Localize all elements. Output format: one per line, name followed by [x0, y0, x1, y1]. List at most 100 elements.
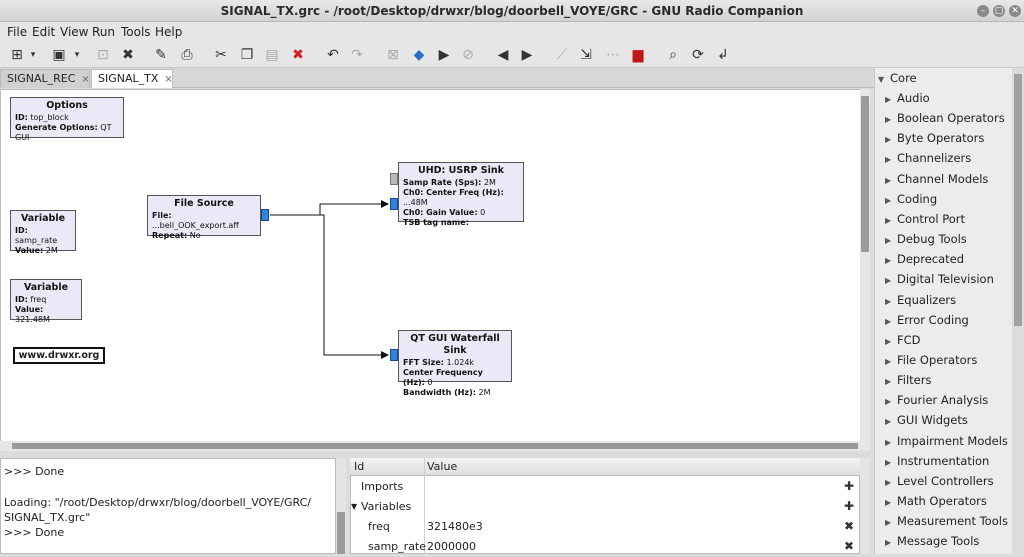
- waterfall-sink-in-port[interactable]: [390, 349, 398, 361]
- back-icon[interactable]: ↲: [717, 47, 729, 63]
- collapsed-arrow-icon[interactable]: ▶: [885, 296, 892, 306]
- variable-row-variables[interactable]: ▼ Variables ✚: [350, 497, 860, 517]
- cut-icon[interactable]: ✂: [215, 47, 227, 63]
- variable-editor-scrollbar[interactable]: [860, 458, 870, 554]
- library-category[interactable]: ▶Channel Models: [885, 172, 988, 186]
- menu-run[interactable]: Run: [92, 25, 116, 39]
- remove-variable-icon[interactable]: ✖: [843, 519, 854, 533]
- collapsed-arrow-icon[interactable]: ▶: [885, 356, 892, 366]
- rotate-ccw-icon[interactable]: ◀: [497, 47, 509, 63]
- collapsed-arrow-icon[interactable]: ▶: [885, 236, 892, 246]
- usrp-sink-in-port[interactable]: [390, 198, 398, 210]
- menu-edit[interactable]: Edit: [32, 25, 56, 39]
- collapsed-arrow-icon[interactable]: ▶: [885, 195, 892, 205]
- collapsed-arrow-icon[interactable]: ▶: [885, 215, 892, 225]
- find-icon[interactable]: ⌕: [669, 47, 677, 63]
- collapsed-arrow-icon[interactable]: ▶: [885, 498, 892, 507]
- library-category[interactable]: ▶FCD: [885, 333, 921, 347]
- collapsed-arrow-icon[interactable]: ▶: [885, 397, 892, 407]
- close-window-icon[interactable]: ✕: [1009, 5, 1021, 17]
- library-root-core[interactable]: ▼Core: [878, 71, 917, 85]
- library-category[interactable]: ▶Equalizers: [885, 293, 956, 307]
- collapsed-arrow-icon[interactable]: ▶: [885, 518, 892, 528]
- collapsed-arrow-icon[interactable]: ▶: [885, 417, 892, 427]
- collapsed-arrow-icon[interactable]: ▶: [885, 316, 892, 326]
- rotate-cw-icon[interactable]: ▶: [521, 47, 533, 63]
- library-category[interactable]: ▶Math Operators: [885, 494, 987, 508]
- collapsed-arrow-icon[interactable]: ▶: [885, 175, 892, 185]
- new-icon[interactable]: ⊞: [11, 47, 23, 63]
- add-import-icon[interactable]: ✚: [843, 479, 854, 493]
- library-category[interactable]: ▶Filters: [885, 373, 931, 387]
- remove-variable-icon[interactable]: ✖: [843, 539, 854, 553]
- collapsed-arrow-icon[interactable]: ▶: [885, 276, 892, 286]
- collapsed-arrow-icon[interactable]: ▶: [885, 457, 892, 467]
- block-options[interactable]: Options ID: top_block Generate Options: …: [10, 97, 124, 142]
- library-category[interactable]: ▶Coding: [885, 192, 937, 206]
- delete-icon[interactable]: ✖: [292, 47, 304, 63]
- library-category[interactable]: ▶Message Tools: [885, 534, 979, 548]
- run-icon[interactable]: ▶: [438, 47, 450, 63]
- open-dropdown-icon[interactable]: ▾: [74, 50, 80, 60]
- library-category[interactable]: ▶GUI Widgets: [885, 413, 968, 427]
- flowgraph-icon[interactable]: ▆: [632, 47, 644, 63]
- block-variable-samp-rate[interactable]: Variable ID: samp_rate Value: 2M: [10, 210, 76, 255]
- library-category[interactable]: ▶Error Coding: [885, 313, 969, 327]
- collapsed-arrow-icon[interactable]: ▶: [885, 256, 892, 266]
- note-block[interactable]: www.drwxr.org: [13, 347, 105, 364]
- menu-tools[interactable]: Tools: [121, 25, 151, 39]
- collapsed-arrow-icon[interactable]: ▶: [885, 95, 892, 104]
- reload-icon[interactable]: ⟳: [692, 47, 704, 63]
- block-waterfall-sink[interactable]: QT GUI Waterfall Sink FFT Size: 1.024k C…: [398, 330, 512, 397]
- library-scroll-thumb[interactable]: [1014, 74, 1022, 326]
- maximize-icon[interactable]: ▢: [993, 5, 1005, 17]
- canvas-vertical-thumb[interactable]: [861, 96, 869, 252]
- collapsed-arrow-icon[interactable]: ▶: [885, 135, 892, 145]
- menu-file[interactable]: File: [7, 25, 28, 39]
- tab-close-icon[interactable]: ×: [164, 74, 173, 85]
- library-category[interactable]: ▶Measurement Tools: [885, 514, 1008, 528]
- library-category[interactable]: ▶Control Port: [885, 212, 965, 226]
- library-category[interactable]: ▶Byte Operators: [885, 131, 984, 145]
- menu-help[interactable]: Help: [155, 25, 183, 39]
- library-category[interactable]: ▶Level Controllers: [885, 474, 994, 488]
- disable-icon[interactable]: ⇲: [580, 47, 592, 63]
- variable-row-imports[interactable]: Imports ✚: [350, 477, 860, 497]
- menu-view[interactable]: View: [60, 25, 89, 39]
- console-panel[interactable]: >>> Done Loading: "/root/Desktop/drwxr/b…: [0, 458, 336, 554]
- variable-value[interactable]: 321480e3: [427, 520, 483, 533]
- add-variable-icon[interactable]: ✚: [843, 499, 854, 513]
- paste-icon[interactable]: ▤: [265, 47, 279, 63]
- library-category[interactable]: ▶Debug Tools: [885, 232, 967, 246]
- variable-value[interactable]: 2000000: [427, 540, 476, 553]
- errors-icon[interactable]: ⊠: [387, 47, 399, 63]
- collapsed-arrow-icon[interactable]: ▶: [885, 538, 892, 548]
- kill-icon[interactable]: ⊘: [462, 47, 474, 63]
- canvas-vertical-scrollbar[interactable]: [860, 89, 870, 441]
- variable-row-freq[interactable]: freq 321480e3 ✖: [350, 517, 860, 537]
- collapsed-arrow-icon[interactable]: ▶: [885, 155, 892, 165]
- copy-icon[interactable]: ❐: [240, 47, 254, 63]
- generate-icon[interactable]: ◆: [413, 47, 425, 63]
- file-source-out-port[interactable]: [261, 209, 269, 221]
- collapsed-arrow-icon[interactable]: ▶: [885, 437, 892, 447]
- block-usrp-sink[interactable]: UHD: USRP Sink Samp Rate (Sps): 2M Ch0: …: [398, 162, 524, 227]
- redo-icon[interactable]: ↷: [351, 47, 363, 63]
- usrp-sink-command-port[interactable]: [390, 173, 398, 185]
- print-icon[interactable]: ⎙: [181, 47, 193, 63]
- minimize-icon[interactable]: –: [977, 5, 989, 17]
- collapsed-arrow-icon[interactable]: ▶: [885, 115, 892, 125]
- block-file-source[interactable]: File Source File: ...bell_OOK_export.aff…: [147, 195, 261, 240]
- collapsed-arrow-icon[interactable]: ▶: [885, 477, 892, 487]
- column-id-header[interactable]: Id: [354, 460, 365, 473]
- library-category[interactable]: ▶Instrumentation: [885, 454, 989, 468]
- tab-signal-rec[interactable]: SIGNAL_REC×: [0, 69, 90, 88]
- library-category[interactable]: ▶Deprecated: [885, 252, 964, 266]
- canvas-horizontal-thumb[interactable]: [12, 443, 858, 449]
- library-category[interactable]: ▶Digital Television: [885, 272, 994, 286]
- column-value-header[interactable]: Value: [427, 460, 458, 473]
- console-scroll-thumb[interactable]: [337, 512, 345, 554]
- tab-close-icon[interactable]: ×: [81, 74, 90, 85]
- console-scrollbar[interactable]: [336, 458, 346, 554]
- collapsed-arrow-icon[interactable]: ▶: [885, 377, 892, 387]
